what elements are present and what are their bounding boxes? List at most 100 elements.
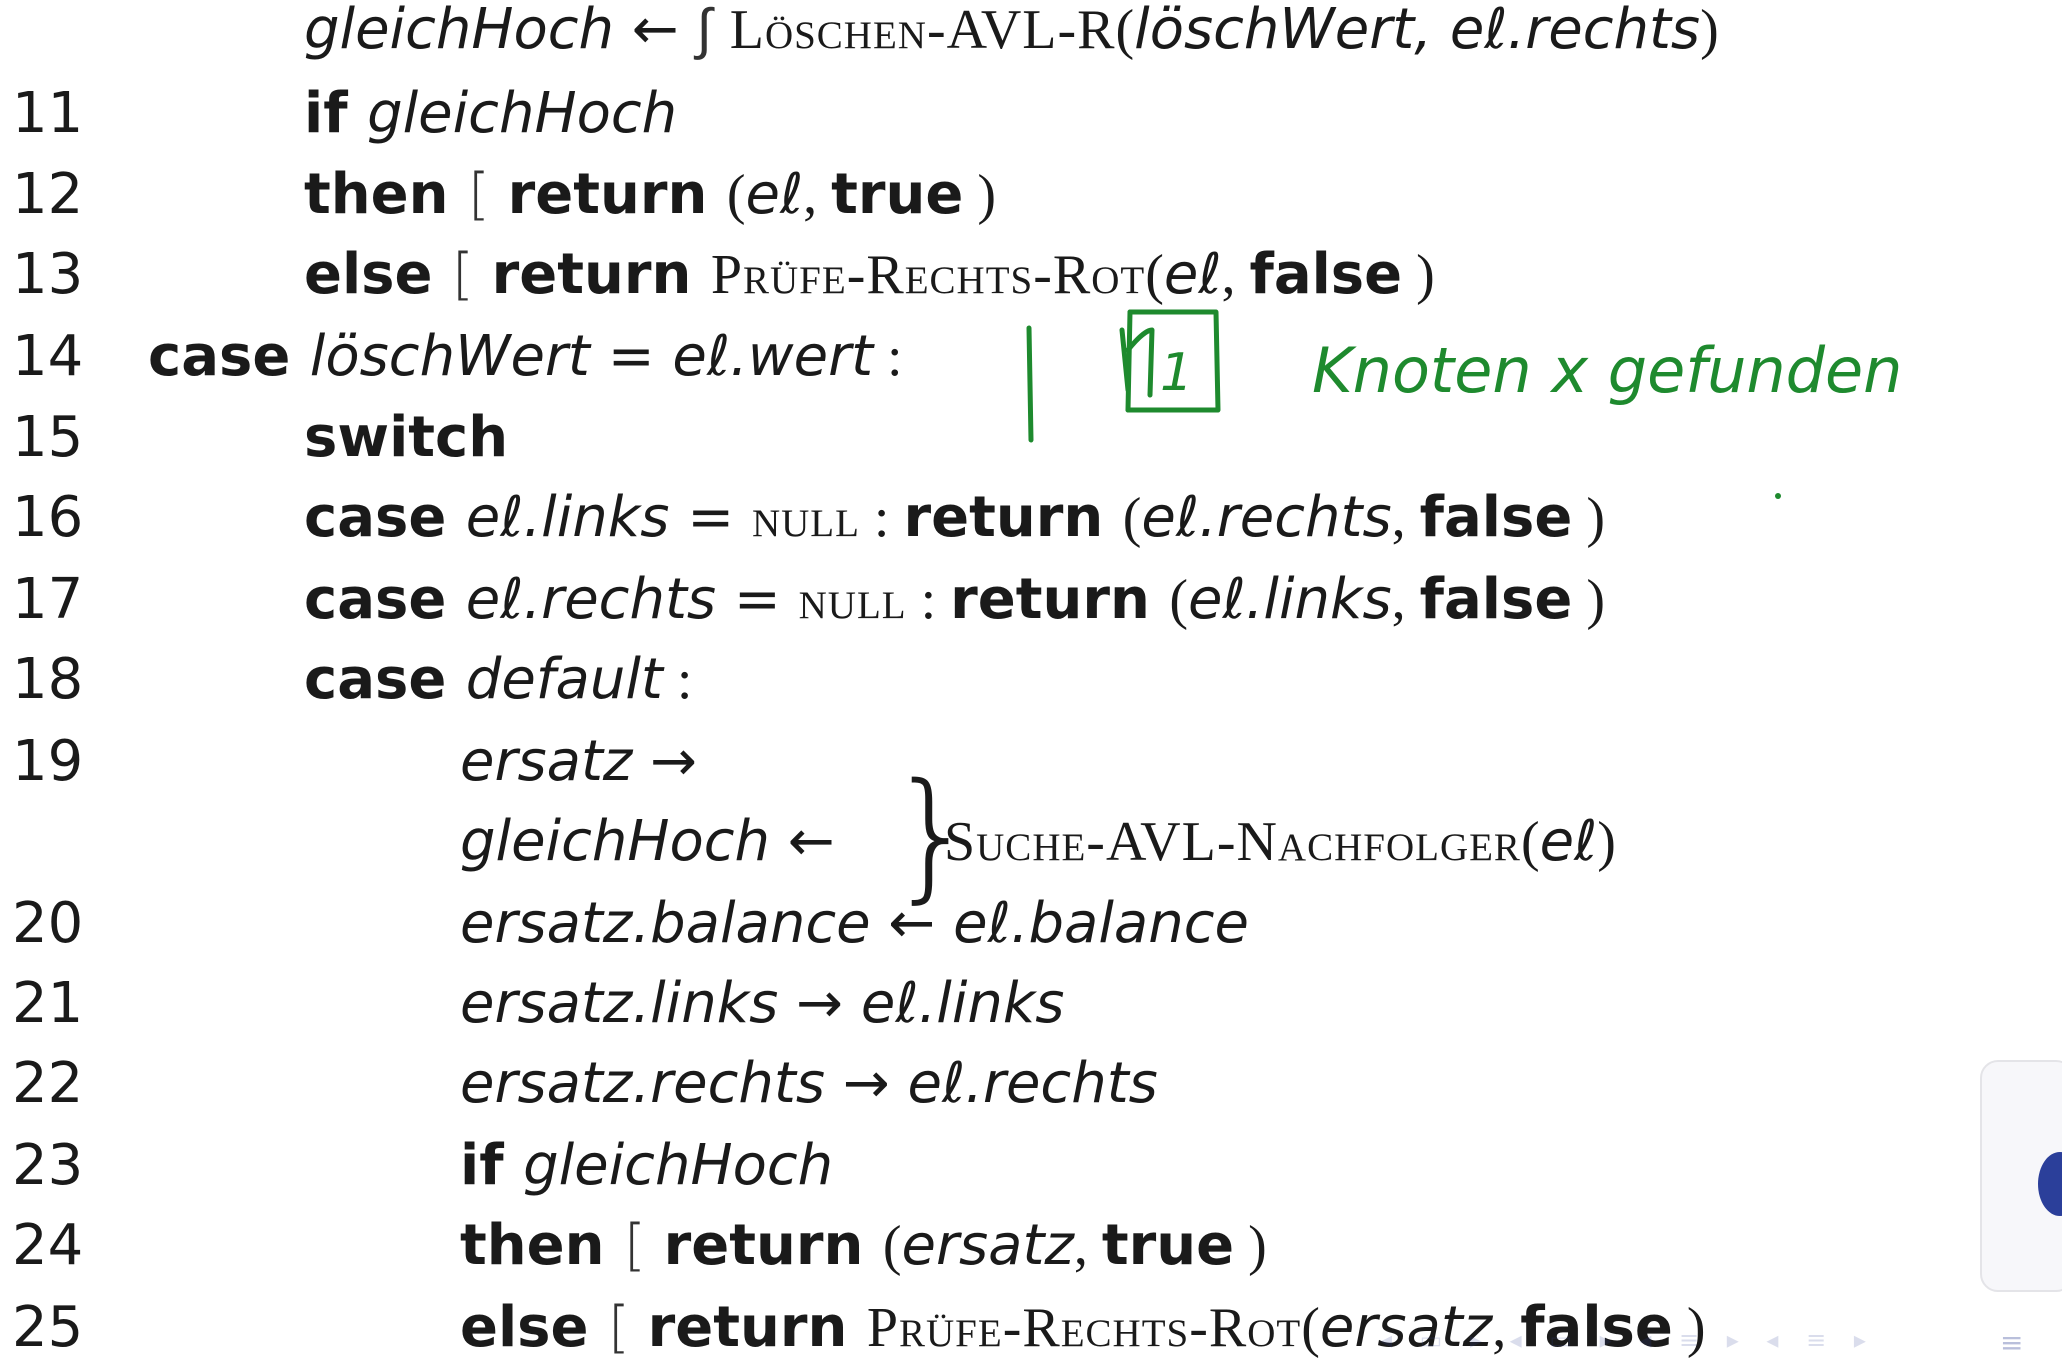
code-text: ersatz.balance ← eℓ.balance [460, 884, 1249, 964]
procedure-name: null [751, 487, 860, 549]
code-token: → [632, 729, 698, 794]
keyword: switch [304, 405, 509, 470]
code-text: case default : [304, 640, 692, 720]
keyword: return [903, 485, 1123, 550]
code-text: ersatz.links → eℓ.links [460, 964, 1064, 1044]
keyword: return [491, 242, 711, 307]
code-token: ) [1672, 1297, 1706, 1359]
keyword: else [304, 242, 452, 307]
keyword: if [460, 1133, 524, 1198]
code-token: gleichHoch [523, 1133, 834, 1198]
keyword: false [1419, 485, 1573, 550]
code-token: ersatz.balance [460, 891, 871, 956]
line-number: 19 [12, 729, 84, 794]
code-token: , [803, 164, 832, 226]
beamer-menu-icon[interactable]: ≡ [2000, 1326, 2024, 1359]
procedure-name: Prüfe-Rechts-Rot [710, 244, 1146, 306]
code-token: ∫ [696, 0, 730, 62]
code-text: else [ return Prüfe-Rechts-Rot(eℓ, false… [304, 235, 1435, 315]
code-token: löschWert, eℓ.rechts [1134, 0, 1701, 62]
line-number: 18 [12, 647, 84, 712]
line-number: 15 [12, 405, 84, 470]
line-number: 21 [12, 971, 84, 1036]
keyword: return [663, 1213, 883, 1278]
code-token: [ [623, 1213, 664, 1278]
code-token: [ [451, 242, 492, 307]
code-token: [ [467, 162, 508, 227]
keyword: case [148, 324, 310, 389]
code-token: = [716, 567, 799, 632]
annotation-number: 1 [1160, 343, 1193, 403]
line-number: 13 [12, 242, 84, 307]
code-token: , [1073, 1215, 1102, 1277]
line-number: 22 [12, 1051, 84, 1116]
code-token: default [465, 647, 663, 712]
code-token: ersatz.links [460, 971, 779, 1036]
code-token: ersatz [1319, 1295, 1493, 1360]
code-token: gleichHoch [460, 809, 771, 874]
right-brace: } [888, 754, 978, 917]
keyword: case [304, 647, 466, 712]
line-number: 12 [12, 162, 84, 227]
successor-argument: eℓ [1539, 809, 1598, 874]
code-token: = [589, 324, 673, 389]
keyword: return [507, 162, 727, 227]
code-token: = [669, 485, 752, 550]
code-text: case eℓ.rechts = null : return (eℓ.links… [304, 560, 1605, 640]
beamer-nav-icons[interactable]: ◂ ▭ ▸ ◂ ▭ ▸ ◂ ≡ ▸ ◂ ≡ ▸ [1380, 1326, 1876, 1354]
line-number: 23 [12, 1133, 84, 1198]
code-token: eℓ [1163, 242, 1222, 307]
code-token: [ [607, 1295, 648, 1360]
line-number: 20 [12, 891, 84, 956]
code-token: ) [963, 164, 996, 226]
code-token: : [859, 487, 904, 549]
code-token: , [1391, 487, 1420, 549]
keyword: if [304, 81, 368, 146]
code-text: switch [304, 398, 508, 478]
keyword: return [647, 1295, 867, 1360]
successor-function-name: Suche-AVL-Nachfolger [944, 811, 1521, 873]
line-number: 11 [12, 81, 84, 146]
keyword: case [304, 485, 466, 550]
code-token: : [662, 649, 693, 711]
logo-icon [2038, 1152, 2062, 1216]
code-token: ( [1169, 569, 1189, 631]
code-token: ← [614, 0, 697, 62]
code-token: ) [1402, 244, 1435, 306]
code-text: ersatz.rechts → eℓ.rechts [460, 1044, 1158, 1124]
code-token: → [825, 1051, 908, 1116]
annotation-vertical-bar [1026, 325, 1034, 443]
keyword: false [1520, 1295, 1673, 1360]
code-token: ( [1301, 1297, 1320, 1359]
keyword: false [1419, 567, 1573, 632]
keyword: else [460, 1295, 608, 1360]
code-text: ersatz → [460, 722, 697, 802]
code-token: ( [882, 1215, 902, 1277]
line-number: 25 [12, 1295, 84, 1360]
keyword: return [950, 567, 1170, 632]
successor-call: Suche-AVL-Nachfolger(eℓ) [944, 809, 1616, 874]
code-token: , [1492, 1297, 1521, 1359]
procedure-name: Löschen-AVL-R [729, 0, 1116, 61]
code-token: ) [1700, 0, 1719, 61]
code-token: gleichHoch [367, 81, 678, 146]
code-text: case eℓ.links = null : return (eℓ.rechts… [304, 478, 1605, 558]
code-token: ) [1234, 1215, 1267, 1277]
code-token: ersatz [901, 1213, 1074, 1278]
keyword: then [304, 162, 468, 227]
line-number: 17 [12, 567, 84, 632]
code-text: if gleichHoch [460, 1126, 833, 1206]
annotation-dot [1775, 493, 1781, 499]
code-token: eℓ [745, 162, 804, 227]
code-token: eℓ.rechts [465, 567, 717, 632]
code-token: ) [1572, 487, 1605, 549]
keyword: case [304, 567, 466, 632]
line-number: 14 [12, 324, 84, 389]
annotation-box-frame [1125, 309, 1221, 413]
code-token: → [778, 971, 861, 1036]
code-token: löschWert [309, 324, 590, 389]
code-token: ← [770, 809, 835, 874]
code-text: gleichHoch ← ∫ Löschen-AVL-R(löschWert, … [304, 0, 1719, 70]
code-text: then [ return (ersatz, true ) [460, 1206, 1267, 1286]
